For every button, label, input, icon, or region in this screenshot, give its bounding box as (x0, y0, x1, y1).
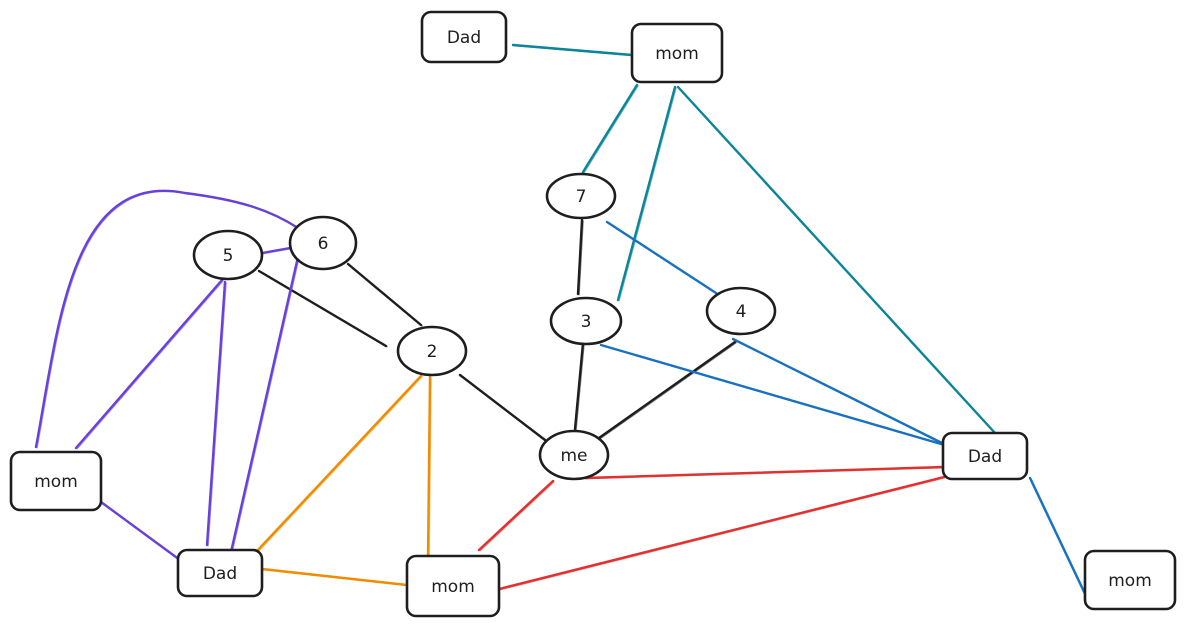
node-mom-right-shape (1083, 549, 1177, 611)
edge-mom-bottom-to-dad-right (497, 475, 946, 591)
edge-dad-top-to-mom-top (511, 43, 634, 57)
node-dad-right: Dad (941, 431, 1029, 481)
edge-me-to-dad-right (585, 467, 946, 480)
node-dad-bottom: Dad (176, 548, 264, 598)
node-n4-label: 4 (736, 302, 747, 322)
edge-mom-top-to-dad-right (678, 87, 997, 435)
node-mom-left-shape (9, 450, 103, 512)
node-n3: 3 (549, 296, 623, 346)
node-dad-bottom-label: Dad (203, 564, 237, 584)
edge-dad-top-to-mom-top (513, 45, 634, 57)
edge-mom-top-to-n7 (583, 85, 639, 174)
node-mom-right-label: mom (1108, 571, 1152, 591)
edge-mom-left-to-n6 (36, 191, 300, 449)
edge-n2-to-mom-bottom (426, 375, 432, 560)
edge-n4-to-me (599, 342, 737, 440)
node-n6-label: 6 (318, 234, 329, 254)
node-dad-right-shape (941, 431, 1029, 481)
edges-layer (34, 43, 1088, 598)
node-mom-bottom: mom (405, 554, 501, 618)
edge-dad-right-to-mom-right (1030, 478, 1088, 598)
node-n5-label: 5 (223, 246, 234, 266)
edge-mom-left-to-n5 (74, 278, 224, 450)
edge-n7-to-n3 (578, 220, 584, 296)
edge-n5-to-n6 (262, 248, 292, 255)
node-dad-bottom-shape (176, 548, 264, 598)
edge-n3-to-me (573, 341, 585, 431)
node-dad-top-label: Dad (447, 28, 481, 48)
node-dad-right-label: Dad (968, 447, 1002, 467)
node-dad-top: Dad (420, 10, 508, 64)
edge-mom-left-to-n6 (34, 189, 300, 449)
edge-dad-bottom-to-n5 (205, 280, 227, 547)
edge-dad-bottom-to-n5 (207, 282, 227, 547)
node-n7: 7 (545, 172, 617, 220)
edge-mom-top-to-n3 (618, 87, 677, 302)
edge-n2-to-mom-bottom (428, 377, 432, 560)
node-n2-label: 2 (427, 342, 438, 362)
edge-me-to-dad-right (583, 465, 946, 480)
node-dad-top-shape (420, 10, 508, 64)
edge-dad-right-to-mom-right (1028, 476, 1088, 598)
edge-dad-bottom-to-n6 (229, 246, 302, 554)
node-mom-top: mom (630, 22, 724, 84)
node-mom-left: mom (9, 450, 103, 512)
node-n5: 5 (192, 229, 264, 281)
edge-n7-to-n4 (607, 222, 718, 295)
edge-dad-bottom-to-mom-bottom (260, 567, 409, 587)
node-n4-shape (705, 286, 777, 336)
edge-n2-to-me (460, 375, 547, 442)
node-mom-top-label: mom (655, 44, 699, 64)
node-me-label: me (560, 446, 587, 466)
node-n6: 6 (288, 215, 358, 271)
node-n7-shape (545, 172, 617, 220)
node-n3-shape (549, 296, 623, 346)
node-mom-right: mom (1083, 549, 1177, 611)
edge-mom-top-to-n7 (581, 83, 639, 174)
node-n2: 2 (396, 325, 468, 377)
node-n2-shape (396, 325, 468, 377)
edge-me-to-mom-bottom (479, 481, 555, 552)
edge-n4-to-dad-right (733, 339, 954, 450)
node-n7-label: 7 (576, 187, 587, 207)
edge-mom-left-to-n5 (76, 280, 224, 450)
node-me-shape (538, 429, 610, 481)
node-n3-label: 3 (581, 312, 592, 332)
edge-n5-to-n6 (260, 246, 292, 255)
edge-mom-top-to-n3 (616, 85, 677, 302)
node-mom-bottom-shape (405, 554, 501, 618)
node-mom-left-label: mom (34, 472, 78, 492)
node-mom-top-shape (630, 22, 724, 84)
node-n4: 4 (705, 286, 777, 336)
edge-n3-to-dad-right (601, 345, 950, 448)
edge-dad-bottom-to-mom-bottom (262, 569, 409, 587)
edge-mom-bottom-to-dad-right (499, 477, 946, 591)
edge-n3-to-me (575, 343, 585, 431)
edge-mom-left-to-dad-bottom (101, 502, 182, 562)
edge-n6-to-n2 (348, 264, 423, 327)
edge-n5-to-n2 (259, 271, 388, 348)
node-n6-shape (288, 215, 358, 271)
edge-n2-to-dad-bottom (257, 376, 423, 553)
edge-me-to-mom-bottom (477, 479, 555, 552)
edge-dad-bottom-to-n6 (231, 248, 302, 554)
node-mom-bottom-label: mom (431, 577, 475, 597)
edge-n2-to-dad-bottom (255, 374, 423, 553)
node-me: me (538, 429, 610, 481)
edge-n4-to-me (597, 340, 737, 440)
edge-n7-to-n3 (576, 218, 584, 296)
node-n5-shape (192, 229, 264, 281)
